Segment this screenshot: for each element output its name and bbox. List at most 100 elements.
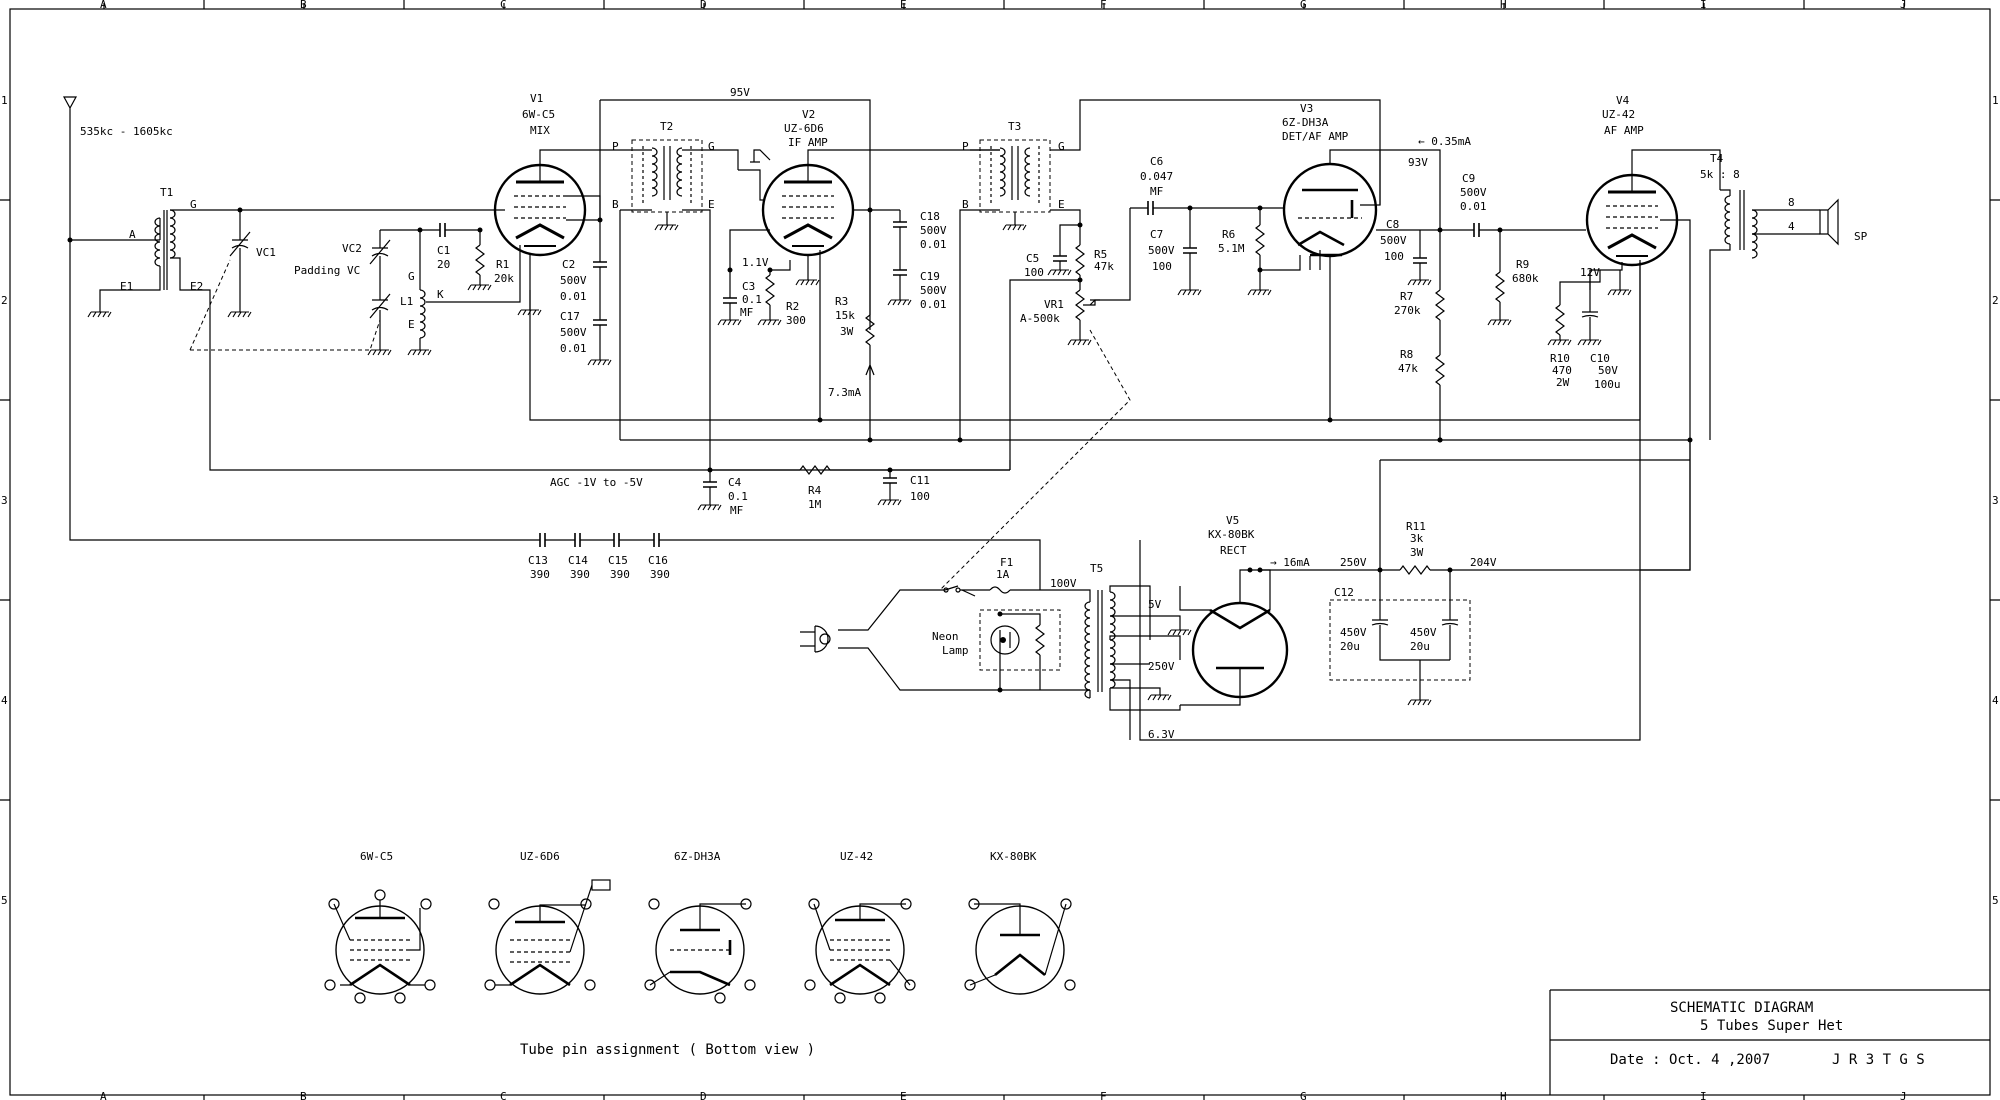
t1-pin-e1: E1	[120, 280, 133, 293]
col-label: C	[500, 0, 507, 11]
c1-cap	[439, 222, 446, 238]
t3-pin-p: P	[962, 140, 969, 153]
r11-value: 3k	[1410, 532, 1424, 545]
v1-ref: V1	[530, 92, 543, 105]
c17-cap	[592, 319, 608, 326]
t5-5v-label: 5V	[1148, 598, 1162, 611]
t2-label: T2	[660, 120, 673, 133]
col-label: D	[700, 1090, 707, 1100]
r8-value: 47k	[1398, 362, 1418, 375]
c5-value: 100	[1024, 266, 1044, 279]
c14-cap	[574, 532, 581, 548]
subtitle: 5 Tubes Super Het	[1700, 1018, 1843, 1034]
c3-cap	[722, 297, 738, 304]
pinout-6w-c5: 6W-C5	[324, 850, 436, 1004]
agc-label: AGC -1V to -5V	[550, 476, 643, 489]
v1-type: 6W-C5	[522, 108, 555, 121]
r11-label: R11	[1406, 520, 1426, 533]
t4-pin-4: 4	[1788, 220, 1795, 233]
col-label: I	[1700, 1090, 1707, 1100]
r10-label: R10	[1550, 352, 1570, 365]
c11-cap	[882, 477, 898, 484]
c10-value: 100u	[1594, 378, 1621, 391]
r1-label: R1	[496, 258, 509, 271]
c6-cap	[1147, 200, 1154, 216]
row-label: 4	[1, 694, 8, 707]
r3-value: 15k	[835, 309, 855, 322]
r3-watt: 3W	[840, 325, 854, 338]
c4-value: 0.1	[728, 490, 748, 503]
c13-cap	[539, 532, 546, 548]
c18-voltage: 500V	[920, 224, 947, 237]
col-label: E	[900, 1090, 907, 1100]
c16-value: 390	[650, 568, 670, 581]
row-labels-left: 1 2 3 4 5	[1, 94, 8, 907]
v2-cathode-voltage: 1.1V	[742, 256, 769, 269]
c3-value: 0.1	[742, 293, 762, 306]
oscillator-section: VC2 Padding VC C1 20 R1 20k G L1 K E	[189, 222, 521, 356]
c9-label: C9	[1462, 172, 1475, 185]
t2-pin-p: P	[612, 140, 619, 153]
c17-value: 0.01	[560, 342, 587, 355]
pinout-label: KX-80BK	[990, 850, 1037, 863]
row-label: 5	[1, 894, 8, 907]
agc-line: AGC -1V to -5V C4 0.1 MF R4 1M C11 100	[550, 465, 1010, 517]
t4-pin-8: 8	[1788, 196, 1795, 209]
c13-value: 390	[530, 568, 550, 581]
c13-label: C13	[528, 554, 548, 567]
t5-primary	[1084, 601, 1091, 651]
pinout-caption: Tube pin assignment ( Bottom view )	[520, 1042, 815, 1058]
pinout-section: 6W-C5 UZ-6D6 6Z-DH3A	[324, 850, 1076, 1058]
r3-label: R3	[835, 295, 848, 308]
v4-ref: V4	[1616, 94, 1630, 107]
r11-resistor	[1399, 565, 1431, 575]
r6-value: 5.1M	[1218, 242, 1245, 255]
v4-cathode-voltage: 12V	[1580, 266, 1600, 279]
row-label: 1	[1, 94, 8, 107]
vc1-label: VC1	[256, 246, 276, 259]
c15-cap	[613, 532, 620, 548]
c4-type: MF	[730, 504, 743, 517]
c10-label: C10	[1590, 352, 1610, 365]
c1-label: C1	[437, 244, 450, 257]
r8-resistor	[1435, 354, 1445, 386]
col-label: C	[500, 1090, 507, 1100]
v4-role: AF AMP	[1604, 124, 1644, 137]
r10-watt: 2W	[1556, 376, 1570, 389]
c13-c16-chain: C13 390 C14 390 C15 390 C16 390	[528, 532, 1041, 590]
col-label: G	[1300, 0, 1307, 11]
col-label: F	[1100, 1090, 1107, 1100]
col-label: G	[1300, 1090, 1307, 1100]
v3-plate-voltage: 93V	[1408, 156, 1428, 169]
c6-value: 0.047	[1140, 170, 1173, 183]
v2-ref: V2	[802, 108, 815, 121]
r7-resistor	[1435, 289, 1445, 321]
author: J R 3 T G S	[1832, 1052, 1925, 1068]
c17-label: C17	[560, 310, 580, 323]
pinout-label: UZ-42	[840, 850, 873, 863]
t3-pin-b: B	[962, 198, 969, 211]
c7-label: C7	[1150, 228, 1163, 241]
output-transformer-t4: T4 5k : 8 8 4 SP	[1700, 152, 1868, 440]
title-block: SCHEMATIC DIAGRAM 5 Tubes Super Het Date…	[1549, 989, 1990, 1095]
c15-value: 390	[610, 568, 630, 581]
r6-label: R6	[1222, 228, 1235, 241]
r5-label: R5	[1094, 248, 1107, 261]
v3-role: DET/AF AMP	[1282, 130, 1349, 143]
t1-pin-e2: E2	[190, 280, 203, 293]
c9-value: 0.01	[1460, 200, 1487, 213]
r9-value: 680k	[1512, 272, 1539, 285]
l1-label: L1	[400, 295, 413, 308]
r8-label: R8	[1400, 348, 1413, 361]
r4-value: 1M	[808, 498, 822, 511]
r2-label: R2	[786, 300, 799, 313]
pinout-label: 6Z-DH3A	[674, 850, 721, 863]
t1-label: T1	[160, 186, 173, 199]
col-label: A	[100, 1090, 107, 1100]
col-label: I	[1700, 0, 1707, 11]
vr1-value: A-500k	[1020, 312, 1060, 325]
f1-label: F1	[1000, 556, 1013, 569]
tube-v5: V5 KX-80BK RECT → 16mA 250V R11 3k 3W 20…	[1179, 440, 1691, 706]
c19-label: C19	[920, 270, 940, 283]
c7-voltage: 500V	[1148, 244, 1175, 257]
